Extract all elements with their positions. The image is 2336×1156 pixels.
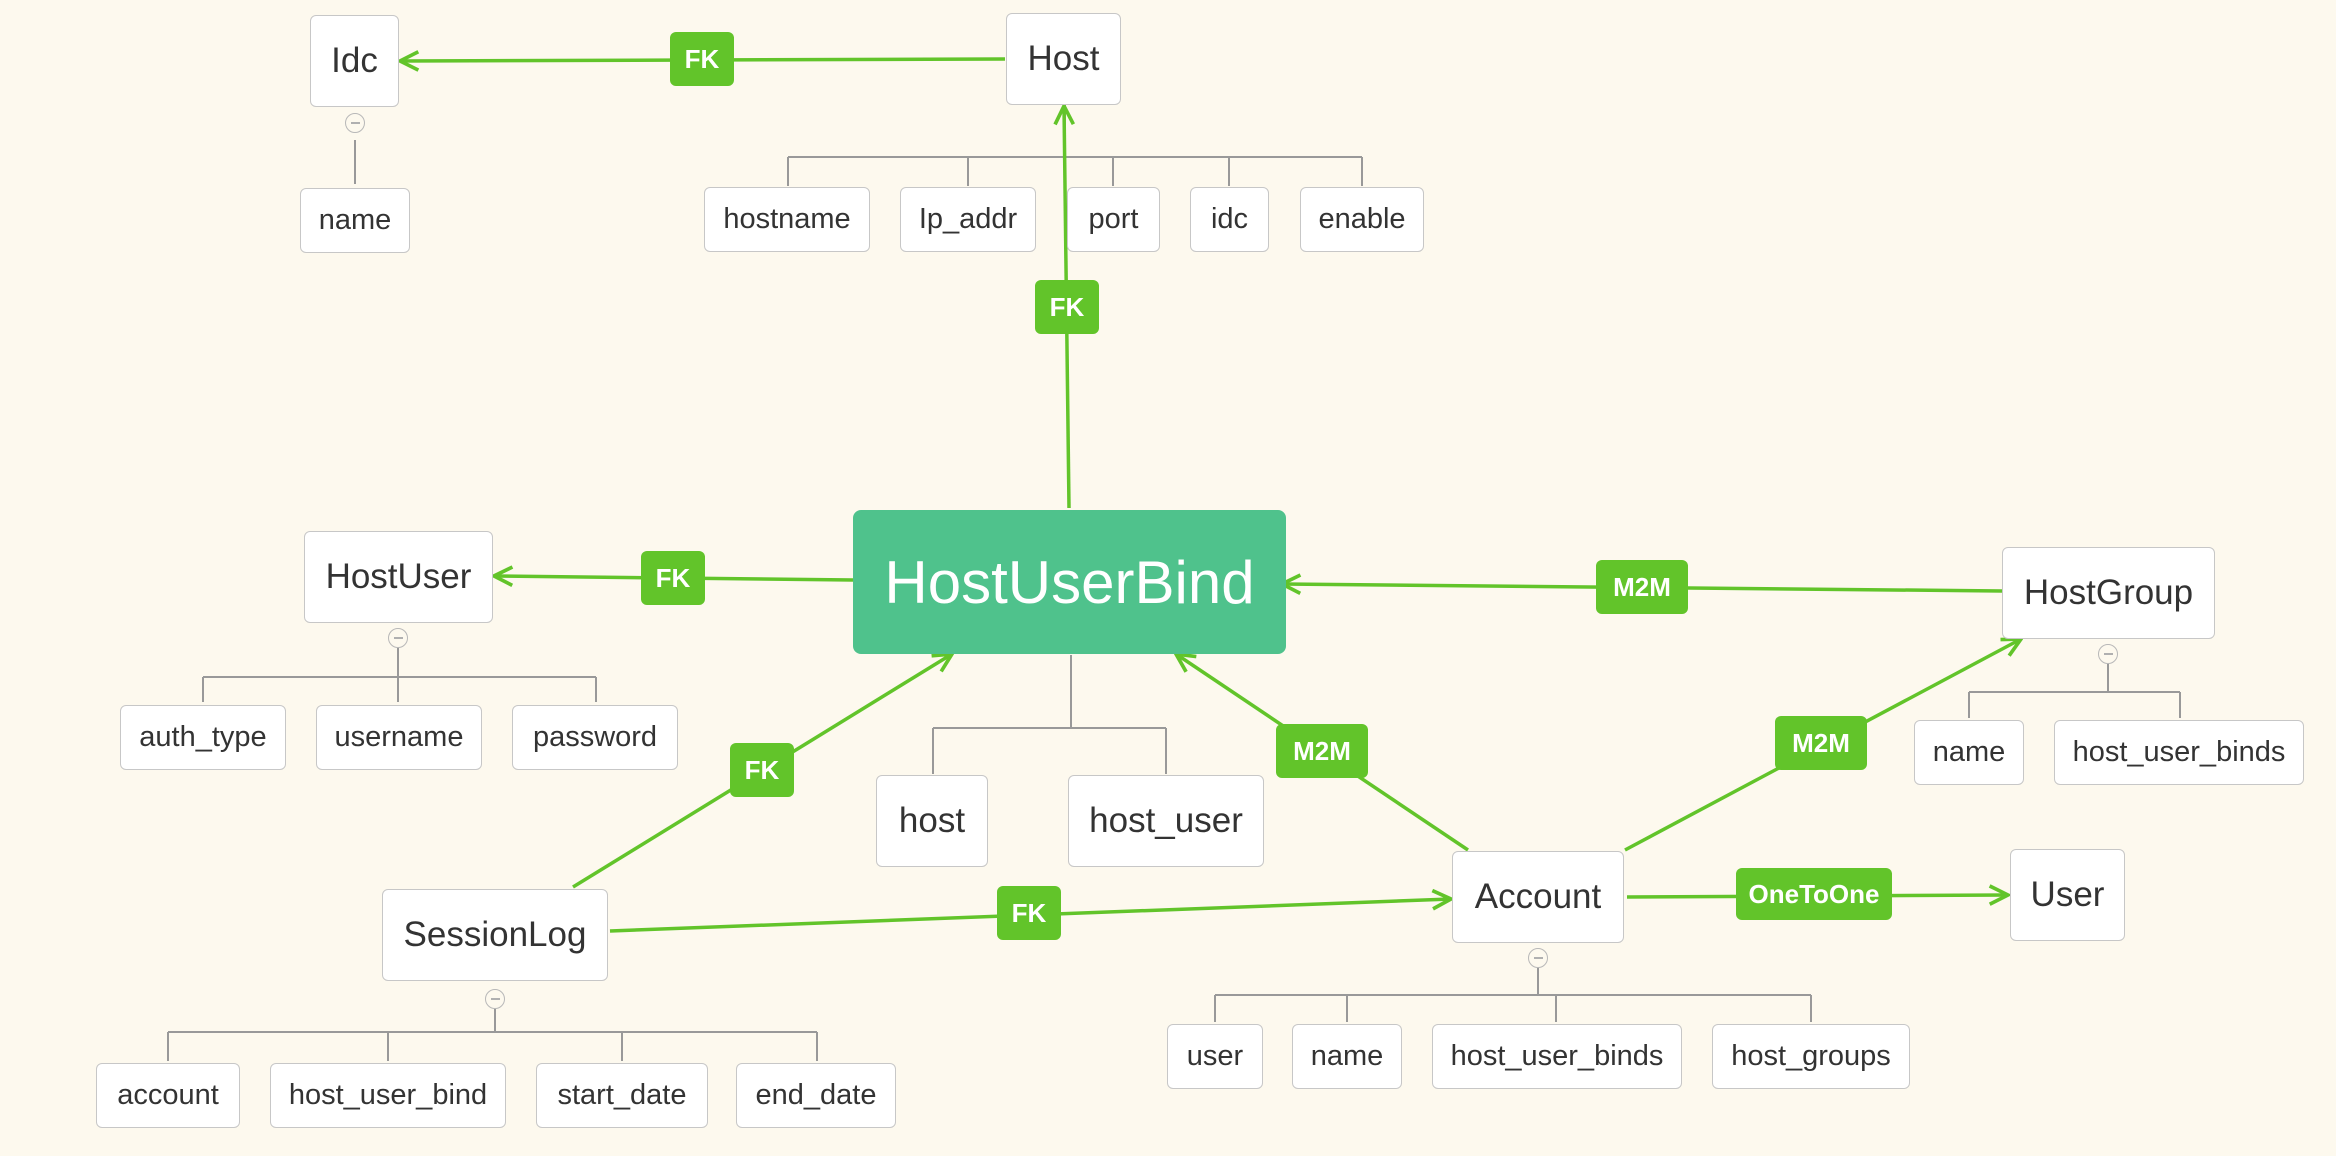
- field-account-user[interactable]: user: [1167, 1024, 1263, 1089]
- field-hostuser-username[interactable]: username: [316, 705, 482, 770]
- tree-line-sessionlog: [167, 1009, 818, 1061]
- relation-badge-hostgroup-bind[interactable]: M2M: [1596, 560, 1688, 614]
- relation-badge-account-hostgroup[interactable]: M2M: [1775, 716, 1867, 770]
- field-host-enable[interactable]: enable: [1300, 187, 1424, 252]
- field-sessionlog-start-date[interactable]: start_date: [536, 1063, 708, 1128]
- collapse-account-icon[interactable]: [1528, 948, 1548, 968]
- entity-hostuserbind[interactable]: HostUserBind: [853, 510, 1286, 654]
- field-account-host-groups[interactable]: host_groups: [1712, 1024, 1910, 1089]
- relation-badge-bind-hostuser[interactable]: FK: [641, 551, 705, 605]
- entity-host[interactable]: Host: [1006, 13, 1121, 105]
- field-bind-host[interactable]: host: [876, 775, 988, 867]
- entity-sessionlog[interactable]: SessionLog: [382, 889, 608, 981]
- field-idc-name[interactable]: name: [300, 188, 410, 253]
- relation-badge-sessionlog-account[interactable]: FK: [997, 886, 1061, 940]
- collapse-hostgroup-icon[interactable]: [2098, 644, 2118, 664]
- field-hostgroup-name[interactable]: name: [1914, 720, 2024, 785]
- entity-hostuser[interactable]: HostUser: [304, 531, 493, 623]
- tree-line-account: [1214, 968, 1812, 1022]
- collapse-sessionlog-icon[interactable]: [485, 989, 505, 1009]
- field-account-host-user-binds[interactable]: host_user_binds: [1432, 1024, 1682, 1089]
- field-sessionlog-end-date[interactable]: end_date: [736, 1063, 896, 1128]
- tree-line-hostuser: [202, 648, 597, 702]
- entity-account[interactable]: Account: [1452, 851, 1624, 943]
- tree-line-host: [787, 104, 1363, 186]
- field-sessionlog-host-user-bind[interactable]: host_user_bind: [270, 1063, 506, 1128]
- relation-badge-host-idc[interactable]: FK: [670, 32, 734, 86]
- relation-badge-account-bind[interactable]: M2M: [1276, 724, 1368, 778]
- field-host-port[interactable]: port: [1067, 187, 1160, 252]
- relation-badge-sessionlog-bind[interactable]: FK: [730, 743, 794, 797]
- relation-badge-bind-host[interactable]: FK: [1035, 280, 1099, 334]
- field-sessionlog-account[interactable]: account: [96, 1063, 240, 1128]
- field-hostuser-password[interactable]: password: [512, 705, 678, 770]
- field-hostuser-auth-type[interactable]: auth_type: [120, 705, 286, 770]
- entity-user[interactable]: User: [2010, 849, 2125, 941]
- tree-line-hostgroup: [1968, 664, 2181, 718]
- entity-idc[interactable]: Idc: [310, 15, 399, 107]
- field-hostgroup-host-user-binds[interactable]: host_user_binds: [2054, 720, 2304, 785]
- relation-badge-account-user[interactable]: OneToOne: [1736, 868, 1892, 920]
- field-account-name[interactable]: name: [1292, 1024, 1402, 1089]
- field-host-idc[interactable]: idc: [1190, 187, 1269, 252]
- field-host-ip-addr[interactable]: Ip_addr: [900, 187, 1036, 252]
- entity-hostgroup[interactable]: HostGroup: [2002, 547, 2215, 639]
- tree-line-central: [932, 655, 1167, 774]
- collapse-idc-icon[interactable]: [345, 113, 365, 133]
- field-bind-host-user[interactable]: host_user: [1068, 775, 1264, 867]
- field-host-hostname[interactable]: hostname: [704, 187, 870, 252]
- collapse-hostuser-icon[interactable]: [388, 628, 408, 648]
